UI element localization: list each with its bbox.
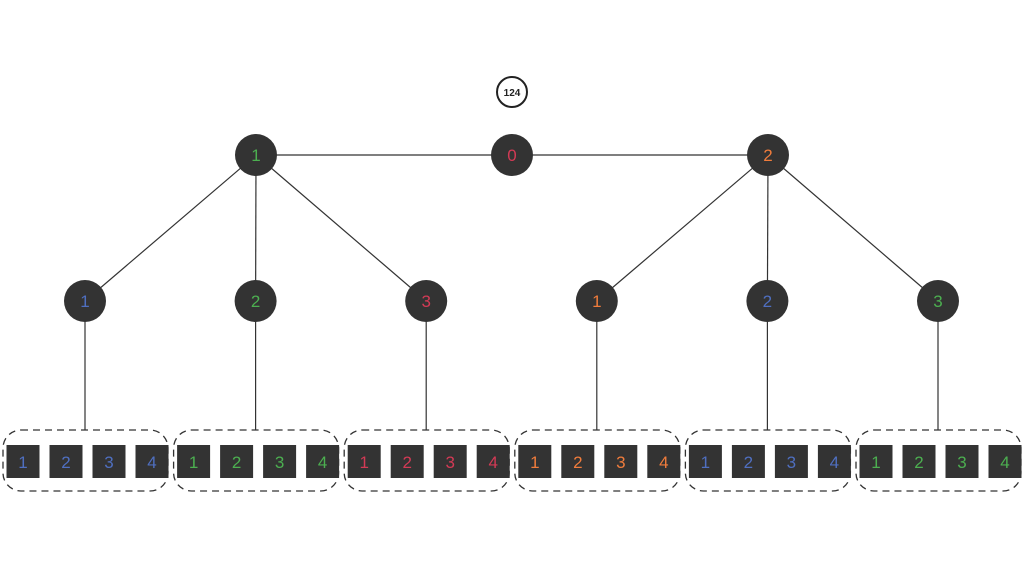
item-box: 3 bbox=[433, 445, 467, 478]
child-node-label: 1 bbox=[592, 292, 601, 311]
item-label: 1 bbox=[359, 453, 368, 472]
root-node: 0 bbox=[491, 134, 533, 176]
child-node-label: 3 bbox=[421, 292, 430, 311]
item-box: 3 bbox=[774, 445, 808, 478]
item-box: 2 bbox=[390, 445, 424, 478]
item-group: 1 2 3 4 bbox=[172, 429, 340, 492]
root-node-label: 0 bbox=[507, 146, 516, 165]
edge bbox=[766, 154, 769, 302]
edge bbox=[84, 154, 257, 302]
child-node: 2 bbox=[234, 280, 277, 322]
item-box: 1 bbox=[518, 445, 552, 478]
item-group: 1 2 3 4 bbox=[684, 429, 852, 492]
item-label: 1 bbox=[18, 453, 27, 472]
item-group: 1 2 3 4 bbox=[343, 429, 510, 492]
item-box: 3 bbox=[604, 445, 638, 478]
item-box: 2 bbox=[220, 445, 254, 478]
item-label: 1 bbox=[530, 453, 539, 472]
item-box: 2 bbox=[902, 445, 936, 478]
child-node: 1 bbox=[64, 280, 106, 322]
child-node-label: 1 bbox=[80, 292, 89, 311]
edge bbox=[255, 154, 427, 302]
item-box: 4 bbox=[817, 445, 851, 478]
item-label: 4 bbox=[318, 453, 327, 472]
child-node: 3 bbox=[405, 280, 448, 322]
item-label: 4 bbox=[830, 453, 839, 472]
item-box: 1 bbox=[177, 445, 211, 478]
item-label: 2 bbox=[744, 453, 753, 472]
item-label: 3 bbox=[616, 453, 625, 472]
item-label: 2 bbox=[61, 453, 70, 472]
item-group: 1 2 3 4 bbox=[514, 429, 681, 492]
item-box: 3 bbox=[263, 445, 297, 478]
item-label: 4 bbox=[147, 453, 156, 472]
child-node: 2 bbox=[746, 280, 789, 322]
item-label: 4 bbox=[659, 453, 668, 472]
item-box: 3 bbox=[92, 445, 126, 478]
item-box: 4 bbox=[476, 445, 510, 478]
item-label: 3 bbox=[275, 453, 284, 472]
count-badge: 124 bbox=[496, 76, 528, 108]
child-node-label: 3 bbox=[933, 292, 942, 311]
item-label: 4 bbox=[1000, 453, 1009, 472]
item-box: 4 bbox=[988, 445, 1022, 478]
item-box: 4 bbox=[647, 445, 681, 478]
item-label: 4 bbox=[488, 453, 497, 472]
item-label: 2 bbox=[573, 453, 582, 472]
item-label: 3 bbox=[957, 453, 966, 472]
item-group: 1 2 3 4 bbox=[855, 429, 1022, 492]
item-box: 1 bbox=[6, 445, 40, 478]
item-box: 2 bbox=[49, 445, 83, 478]
item-box: 2 bbox=[731, 445, 765, 478]
child-node: 3 bbox=[917, 280, 959, 322]
item-label: 2 bbox=[914, 453, 923, 472]
item-label: 3 bbox=[445, 453, 454, 472]
child-node: 1 bbox=[575, 280, 618, 322]
item-box: 3 bbox=[945, 445, 979, 478]
item-label: 3 bbox=[787, 453, 796, 472]
edge bbox=[596, 154, 769, 302]
item-label: 1 bbox=[701, 453, 710, 472]
branch-node-1-label: 1 bbox=[251, 146, 260, 165]
branch-node-2: 2 bbox=[747, 134, 789, 176]
item-box: 2 bbox=[561, 445, 595, 478]
item-box: 1 bbox=[347, 445, 381, 478]
item-box: 4 bbox=[306, 445, 340, 478]
child-node-label: 2 bbox=[763, 292, 772, 311]
branch-node-1: 1 bbox=[235, 134, 277, 176]
item-group: 1 2 3 4 bbox=[2, 429, 169, 492]
edge bbox=[767, 154, 939, 302]
item-box: 4 bbox=[135, 445, 169, 478]
item-box: 1 bbox=[688, 445, 722, 478]
item-label: 3 bbox=[104, 453, 113, 472]
item-label: 1 bbox=[189, 453, 198, 472]
item-label: 2 bbox=[402, 453, 411, 472]
item-label: 2 bbox=[232, 453, 241, 472]
item-box: 1 bbox=[859, 445, 893, 478]
branch-node-2-label: 2 bbox=[763, 146, 772, 165]
child-node-label: 2 bbox=[251, 292, 260, 311]
item-label: 1 bbox=[871, 453, 880, 472]
count-badge-label: 124 bbox=[504, 88, 521, 99]
